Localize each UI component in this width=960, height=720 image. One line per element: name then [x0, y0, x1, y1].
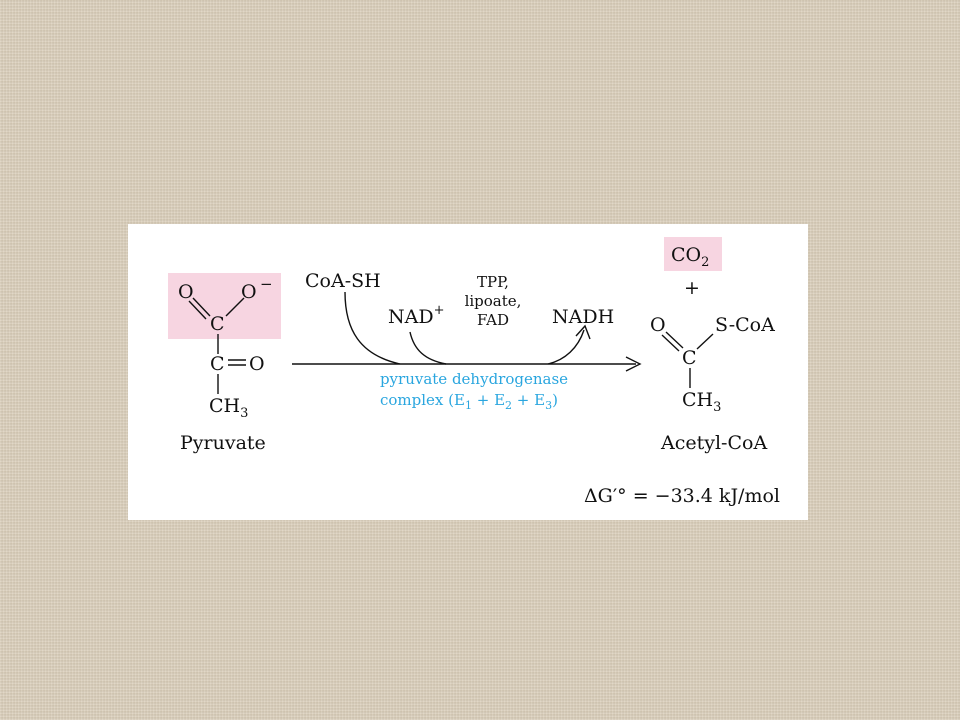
cofactor-lipoate: lipoate,	[465, 292, 522, 310]
acetyl-methyl: CH3	[682, 389, 721, 415]
enzyme-name-line2: complex (E1 + E2 + E3)	[380, 391, 558, 412]
cofactor-fad: FAD	[477, 311, 509, 329]
co2-highlight	[664, 237, 722, 271]
pyruvate-name: Pyruvate	[180, 432, 266, 454]
pyruvate-o-keto: O	[249, 353, 265, 375]
acetyl-s-coa: S-CoA	[715, 314, 775, 336]
pyruvate-o-right: O	[241, 281, 257, 303]
product-co2: CO2	[671, 244, 709, 270]
pyruvate-c-mid: C	[210, 353, 225, 375]
pyruvate-o-left: O	[178, 281, 194, 303]
product-plus: +	[684, 277, 700, 299]
carboxyl-highlight	[168, 273, 281, 339]
acetyl-o: O	[650, 314, 666, 336]
reactant-coa-sh: CoA-SH	[305, 270, 381, 292]
cofactor-tpp: TPP,	[477, 273, 509, 291]
acetyl-coa-name: Acetyl-CoA	[660, 432, 767, 454]
reaction-arrow	[292, 291, 642, 372]
pyruvate-charge: −	[260, 275, 273, 293]
product-nadh: NADH	[552, 306, 614, 328]
enzyme-name-line1: pyruvate dehydrogenase	[380, 370, 568, 388]
pyruvate-c-top: C	[210, 313, 225, 335]
acetyl-coa-structure	[661, 331, 714, 388]
free-energy-change: ΔG′° = −33.4 kJ/mol	[584, 485, 780, 507]
acetyl-c: C	[682, 347, 697, 369]
reactant-nad: NAD+	[388, 303, 445, 328]
pyruvate-methyl: CH3	[209, 395, 248, 421]
pyruvate-structure	[188, 297, 246, 394]
